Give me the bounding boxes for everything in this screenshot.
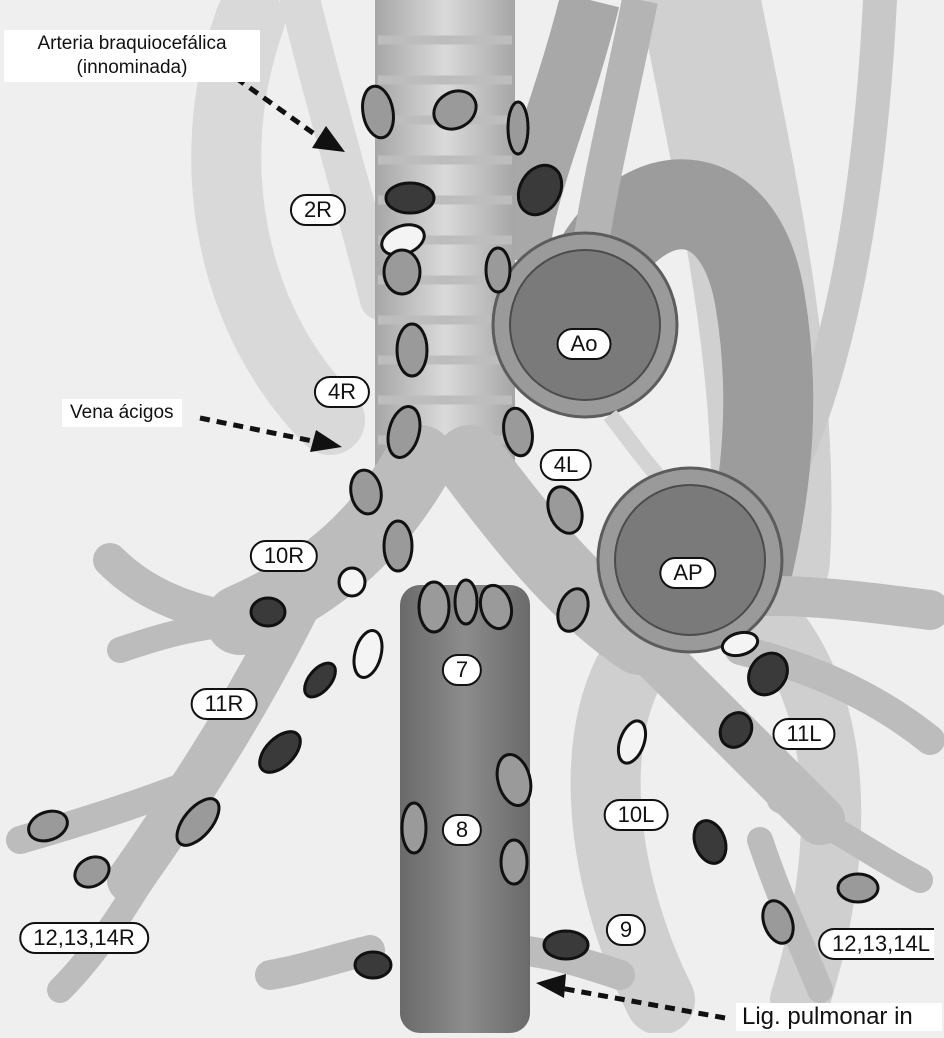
lymph-node-35 [838, 874, 878, 902]
station-8-label: 8 [442, 814, 482, 846]
station-2R-label: 2R [290, 194, 346, 226]
azygos-vein-label: Vena ácigos [62, 399, 182, 427]
lymph-node-18 [419, 582, 449, 632]
lymph-node-37 [544, 931, 588, 959]
lymph-node-9 [397, 324, 427, 376]
brachiocephalic-artery-label: Arteria braquiocefálica (innominada) [4, 30, 260, 82]
station-4R-label: 4R [314, 376, 370, 408]
lymph-node-19 [455, 580, 477, 624]
lymph-node-38 [355, 952, 391, 978]
pulmonary-artery-label: AP [659, 557, 716, 589]
lymph-node-34 [688, 816, 731, 868]
station-9-label: 9 [606, 914, 646, 946]
station-10R-label: 10R [250, 540, 318, 572]
lymph-node-26 [69, 851, 114, 893]
lymph-node-16 [251, 598, 285, 626]
aorta-label: Ao [557, 328, 612, 360]
brachiocephalic-line-1: Arteria braquiocefálica [12, 32, 252, 56]
station-4L-label: 4L [540, 449, 592, 481]
station-12-13-14R-label: 12,13,14R [19, 922, 149, 954]
station-12-13-14L-label: 12,13,14L [818, 928, 934, 960]
lymph-node-8 [486, 248, 510, 292]
lymph-node-23 [252, 724, 307, 779]
station-11R-label: 11R [191, 688, 258, 720]
lymph-node-3 [508, 102, 528, 154]
pulmonary-ligament-label: Lig. pulmonar in [736, 1003, 942, 1031]
aorta-vessel [493, 233, 677, 417]
lymph-node-15 [339, 568, 365, 596]
station-7-label: 7 [442, 654, 482, 686]
lymph-node-22 [299, 658, 342, 703]
station-11L-label: 11L [772, 718, 835, 750]
lymph-node-13 [384, 521, 412, 571]
brachiocephalic-line-2: (innominada) [12, 56, 252, 80]
lymph-node-17 [349, 627, 387, 680]
lymph-node-29 [501, 840, 527, 884]
lymph-node-7 [384, 250, 420, 294]
station-10L-label: 10L [604, 799, 669, 831]
lymph-node-4 [386, 183, 434, 213]
lymph-node-27 [402, 803, 426, 853]
